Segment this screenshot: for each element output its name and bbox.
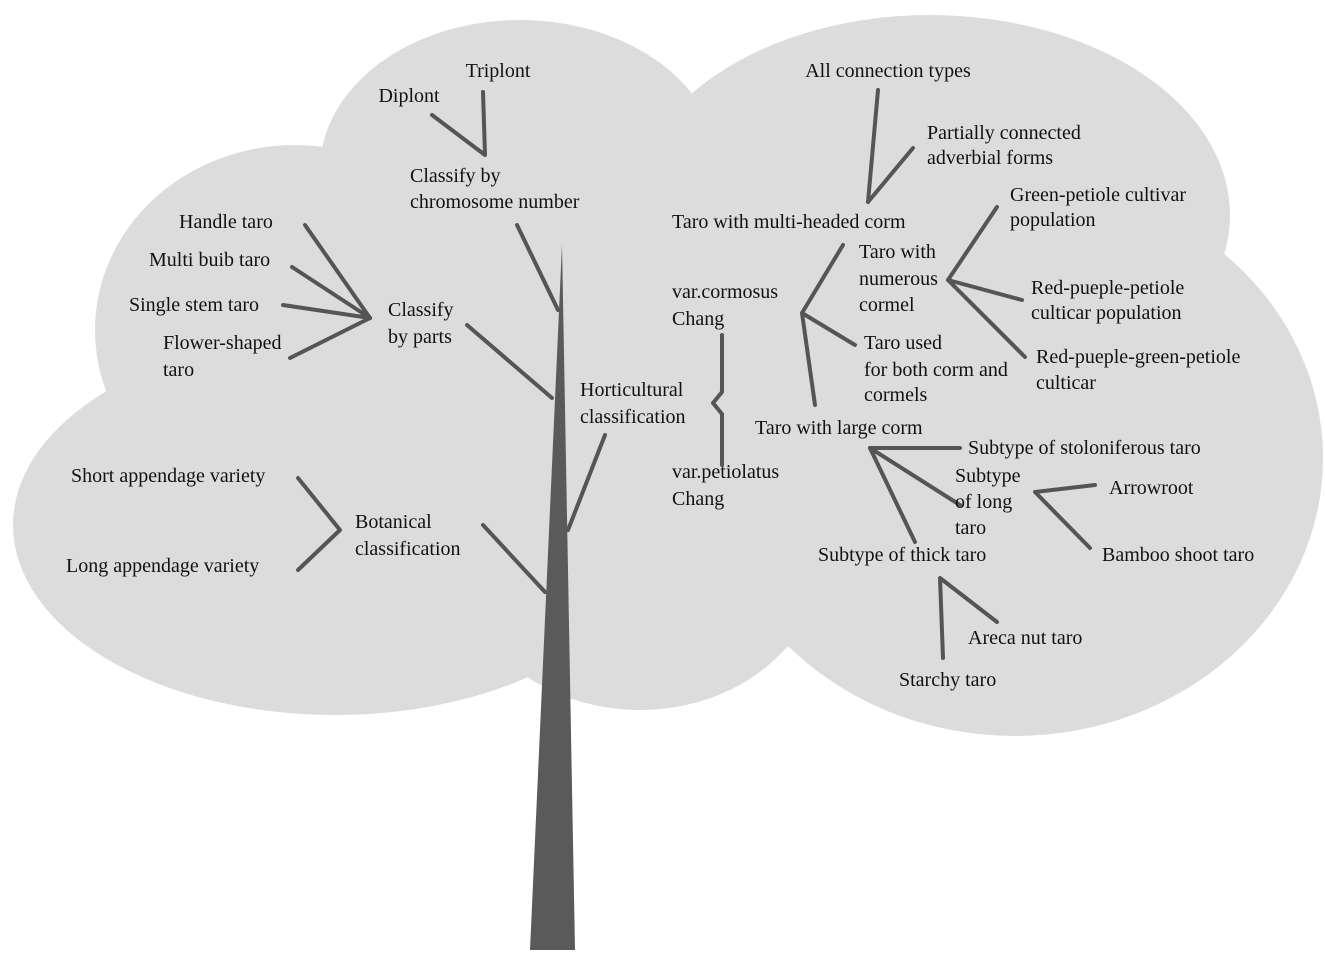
label-long-taro-line2: of long: [955, 491, 1012, 513]
label-petiolatus-line2: Chang: [672, 488, 724, 510]
branch-appendage-varieties: [296, 476, 342, 572]
label-long-appendage: Long appendage variety: [66, 555, 259, 577]
label-stoloniferous: Subtype of stoloniferous taro: [968, 437, 1201, 459]
label-starchy-taro: Starchy taro: [899, 669, 996, 691]
branch-red-green-petiole: [946, 278, 1027, 359]
label-classify-chromosome-line2: chromosome number: [410, 191, 580, 213]
branch-botanical-to-trunk: [481, 523, 547, 594]
branch-flower-shaped-taro: [288, 316, 372, 360]
label-all-connection: All connection types: [805, 60, 971, 82]
label-handle-taro: Handle taro: [179, 211, 273, 233]
label-classify-parts-line1: Classify: [388, 299, 454, 321]
label-multi-bulb-taro: Multi buib taro: [149, 249, 270, 271]
tree-canopy: [13, 15, 1323, 736]
branch-arrowroot-bamboo: [1033, 483, 1097, 550]
labels: Triplont Diplont Classify by chromosome …: [66, 60, 1254, 691]
branch-lines: [281, 88, 1097, 660]
label-long-taro-line3: taro: [955, 517, 986, 539]
label-numerous-cormel-line2: numerous: [859, 268, 938, 290]
label-botanical-line1: Botanical: [355, 511, 432, 533]
label-petiolatus-line1: var.petiolatus: [672, 461, 779, 483]
label-partially-connected-line2: adverbial forms: [927, 147, 1053, 169]
branch-green-petiole: [946, 205, 999, 282]
label-both-corm-line3: cormels: [864, 384, 928, 406]
branch-horticultural-to-trunk: [566, 433, 607, 532]
branch-diplont-triplont: [430, 90, 487, 157]
branch-chromosome-to-trunk: [515, 223, 560, 312]
label-both-corm-line1: Taro used: [864, 332, 942, 354]
label-cormosus-line1: var.cormosus: [672, 281, 778, 303]
label-diplont: Diplont: [378, 85, 440, 107]
label-multi-headed-corm: Taro with multi-headed corm: [672, 211, 906, 233]
label-short-appendage: Short appendage variety: [71, 465, 265, 487]
label-both-corm-line2: for both corm and: [864, 359, 1008, 381]
branch-parts-to-trunk: [465, 323, 554, 400]
label-green-petiole-line2: population: [1010, 209, 1096, 231]
label-botanical-line2: classification: [355, 538, 461, 560]
tree-trunk: [530, 245, 575, 950]
label-red-green-petiole-line2: culticar: [1036, 372, 1096, 394]
label-flower-shaped-taro-line2: taro: [163, 359, 194, 381]
label-single-stem-taro: Single stem taro: [129, 294, 259, 316]
branch-all-connection: [866, 88, 880, 204]
label-horticultural-line1: Horticultural: [580, 379, 684, 401]
label-cormosus-line2: Chang: [672, 308, 724, 330]
label-triplont: Triplont: [466, 60, 531, 82]
label-red-green-petiole-line1: Red-pueple-green-petiole: [1036, 346, 1240, 368]
label-numerous-cormel-line1: Taro with: [859, 241, 936, 263]
branch-single-stem-taro: [281, 303, 372, 320]
label-areca-nut-taro: Areca nut taro: [968, 627, 1082, 649]
label-horticultural-line2: classification: [580, 406, 686, 428]
label-red-petiole-line2: culticar population: [1031, 302, 1182, 324]
branch-multi-bulb-taro: [290, 265, 372, 320]
branch-long-taro: [868, 446, 962, 507]
branch-red-petiole: [946, 278, 1024, 302]
label-long-taro-line1: Subtype: [955, 465, 1021, 487]
label-flower-shaped-taro-line1: Flower-shaped: [163, 332, 281, 354]
branch-partially-connected: [866, 146, 915, 204]
label-arrowroot: Arrowroot: [1109, 477, 1194, 499]
canopy-lobe-right: [707, 180, 1323, 736]
label-green-petiole-line1: Green-petiole cultivar: [1010, 184, 1186, 206]
label-classify-chromosome-line1: Classify by: [410, 165, 501, 187]
branch-handle-taro: [303, 223, 372, 320]
branch-areca-starchy: [938, 576, 999, 660]
branch-large-corm: [800, 311, 817, 407]
label-large-corm: Taro with large corm: [755, 417, 923, 439]
label-numerous-cormel-line3: cormel: [859, 294, 915, 316]
label-classify-parts-line2: by parts: [388, 326, 452, 348]
label-partially-connected-line1: Partially connected: [927, 122, 1081, 144]
label-bamboo-shoot-taro: Bamboo shoot taro: [1102, 544, 1254, 566]
branch-thick-taro: [868, 446, 917, 544]
brace-var-chang: [711, 333, 724, 467]
label-red-petiole-line1: Red-pueple-petiole: [1031, 277, 1184, 299]
label-thick-taro: Subtype of thick taro: [818, 544, 986, 566]
